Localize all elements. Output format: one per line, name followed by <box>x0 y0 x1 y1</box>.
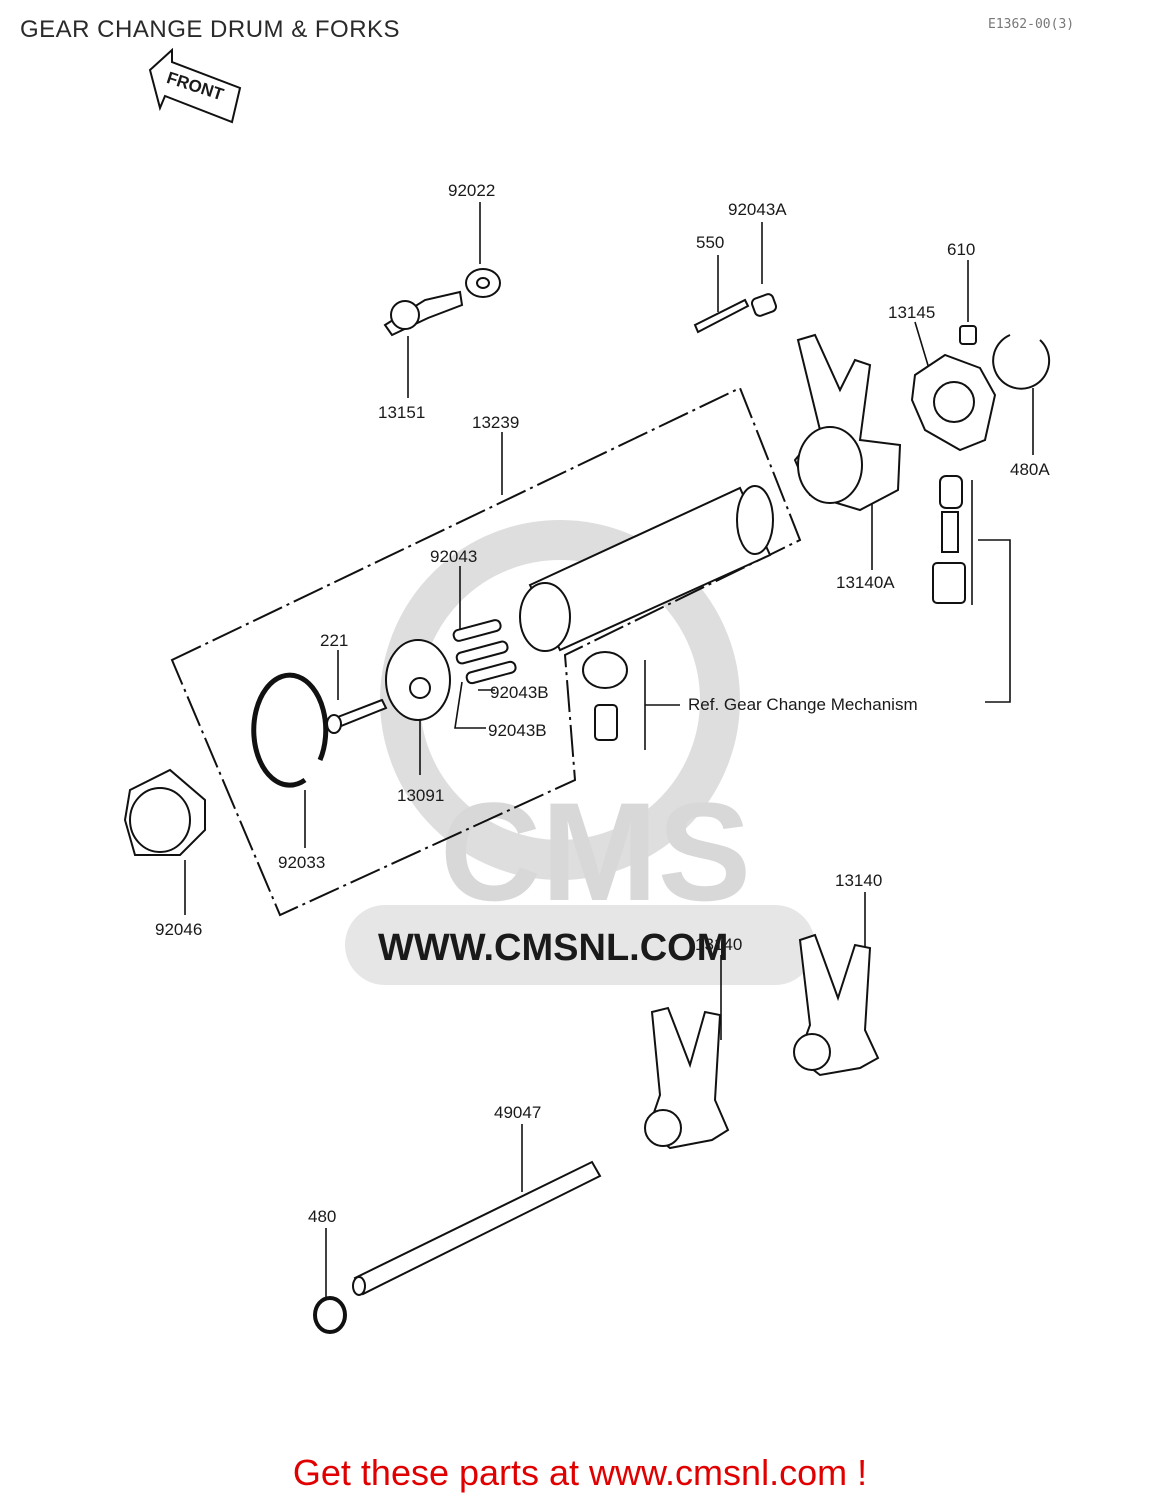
drum-assembly-outline <box>170 386 802 917</box>
circlip-480 <box>313 1296 347 1334</box>
label-13140-b: 13140 <box>835 871 882 890</box>
detent-spring <box>941 511 959 553</box>
label-610: 610 <box>947 240 975 259</box>
label-480A: 480A <box>1010 460 1050 479</box>
drum-stopper <box>582 651 628 689</box>
label-92033: 92033 <box>278 853 325 872</box>
neutral-switch-13151 <box>383 290 464 337</box>
label-480: 480 <box>308 1207 336 1226</box>
watermark-url: WWW.CMSNL.COM <box>378 927 728 969</box>
label-13140-a: 13140 <box>695 935 742 954</box>
parts <box>123 268 1051 1334</box>
footer-link-text[interactable]: Get these parts at www.cmsnl.com ! <box>292 1452 868 1493</box>
circlip-480A <box>992 334 1051 390</box>
leader-lines <box>184 202 1034 1300</box>
ring-92033 <box>251 672 329 788</box>
label-92043: 92043 <box>430 547 477 566</box>
pin-92043A <box>750 293 778 317</box>
label-92022: 92022 <box>448 181 495 200</box>
drum-bolt <box>594 704 618 741</box>
label-13091: 13091 <box>397 786 444 805</box>
watermark: CMS WWW.CMSNL.COM <box>345 520 815 985</box>
part-labels: 92022 13151 550 92043A 610 13145 480A 13… <box>155 181 1050 1226</box>
shift-fork-13140-a <box>644 1006 730 1150</box>
label-92043B-1: 92043B <box>490 683 549 702</box>
label-49047: 49047 <box>494 1103 541 1122</box>
front-arrow-icon: FRONT <box>148 47 242 124</box>
shift-fork-13140-b <box>793 933 880 1077</box>
label-221: 221 <box>320 631 348 650</box>
page-title: GEAR CHANGE DRUM & FORKS <box>20 16 401 43</box>
label-13145: 13145 <box>888 303 935 322</box>
detent-pin <box>939 475 963 509</box>
label-92046: 92046 <box>155 920 202 939</box>
plate-13091 <box>385 639 451 721</box>
shift-fork-13140A <box>793 333 902 512</box>
needle-bearing-92046 <box>123 768 206 856</box>
label-92043A: 92043A <box>728 200 787 219</box>
label-13239: 13239 <box>472 413 519 432</box>
label-550: 550 <box>696 233 724 252</box>
part-610 <box>959 325 977 345</box>
label-13151: 13151 <box>378 403 425 422</box>
cotter-pin-550 <box>693 298 750 334</box>
ref-gear-change-mechanism: Ref. Gear Change Mechanism <box>688 695 918 714</box>
watermark-brand: CMS <box>440 773 751 930</box>
label-13140A: 13140A <box>836 573 895 592</box>
pins-92043 <box>452 619 517 685</box>
shaft-49047 <box>353 1160 602 1296</box>
shift-drum <box>519 485 774 652</box>
detent-bolt <box>932 562 966 604</box>
label-92043B-2: 92043B <box>488 721 547 740</box>
diagram-code: E1362-00(3) <box>988 17 1075 32</box>
